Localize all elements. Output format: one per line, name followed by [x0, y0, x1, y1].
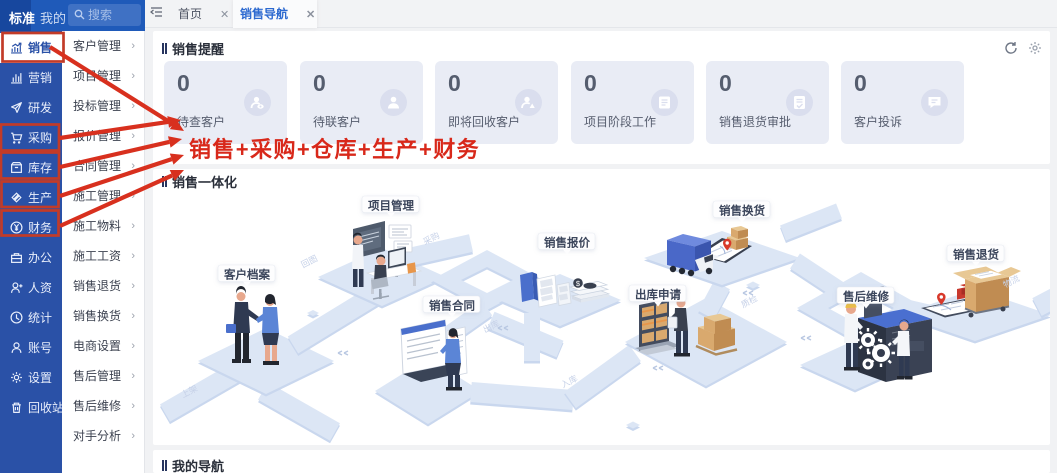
svg-text:售后维修: 售后维修: [842, 290, 889, 304]
svg-text:客户档案: 客户档案: [223, 268, 270, 282]
svg-text:销售换货: 销售换货: [719, 204, 765, 218]
svg-text:质检: 质检: [739, 293, 759, 310]
svg-text:出库申请: 出库申请: [635, 288, 681, 302]
svg-text:销售合同: 销售合同: [429, 299, 475, 313]
svg-text:项目管理: 项目管理: [368, 199, 414, 213]
svg-text:回图: 回图: [299, 253, 319, 270]
svg-text:销售报价: 销售报价: [544, 236, 590, 250]
svg-text:销售退货: 销售退货: [953, 248, 999, 262]
svg-text:$: $: [576, 279, 581, 288]
